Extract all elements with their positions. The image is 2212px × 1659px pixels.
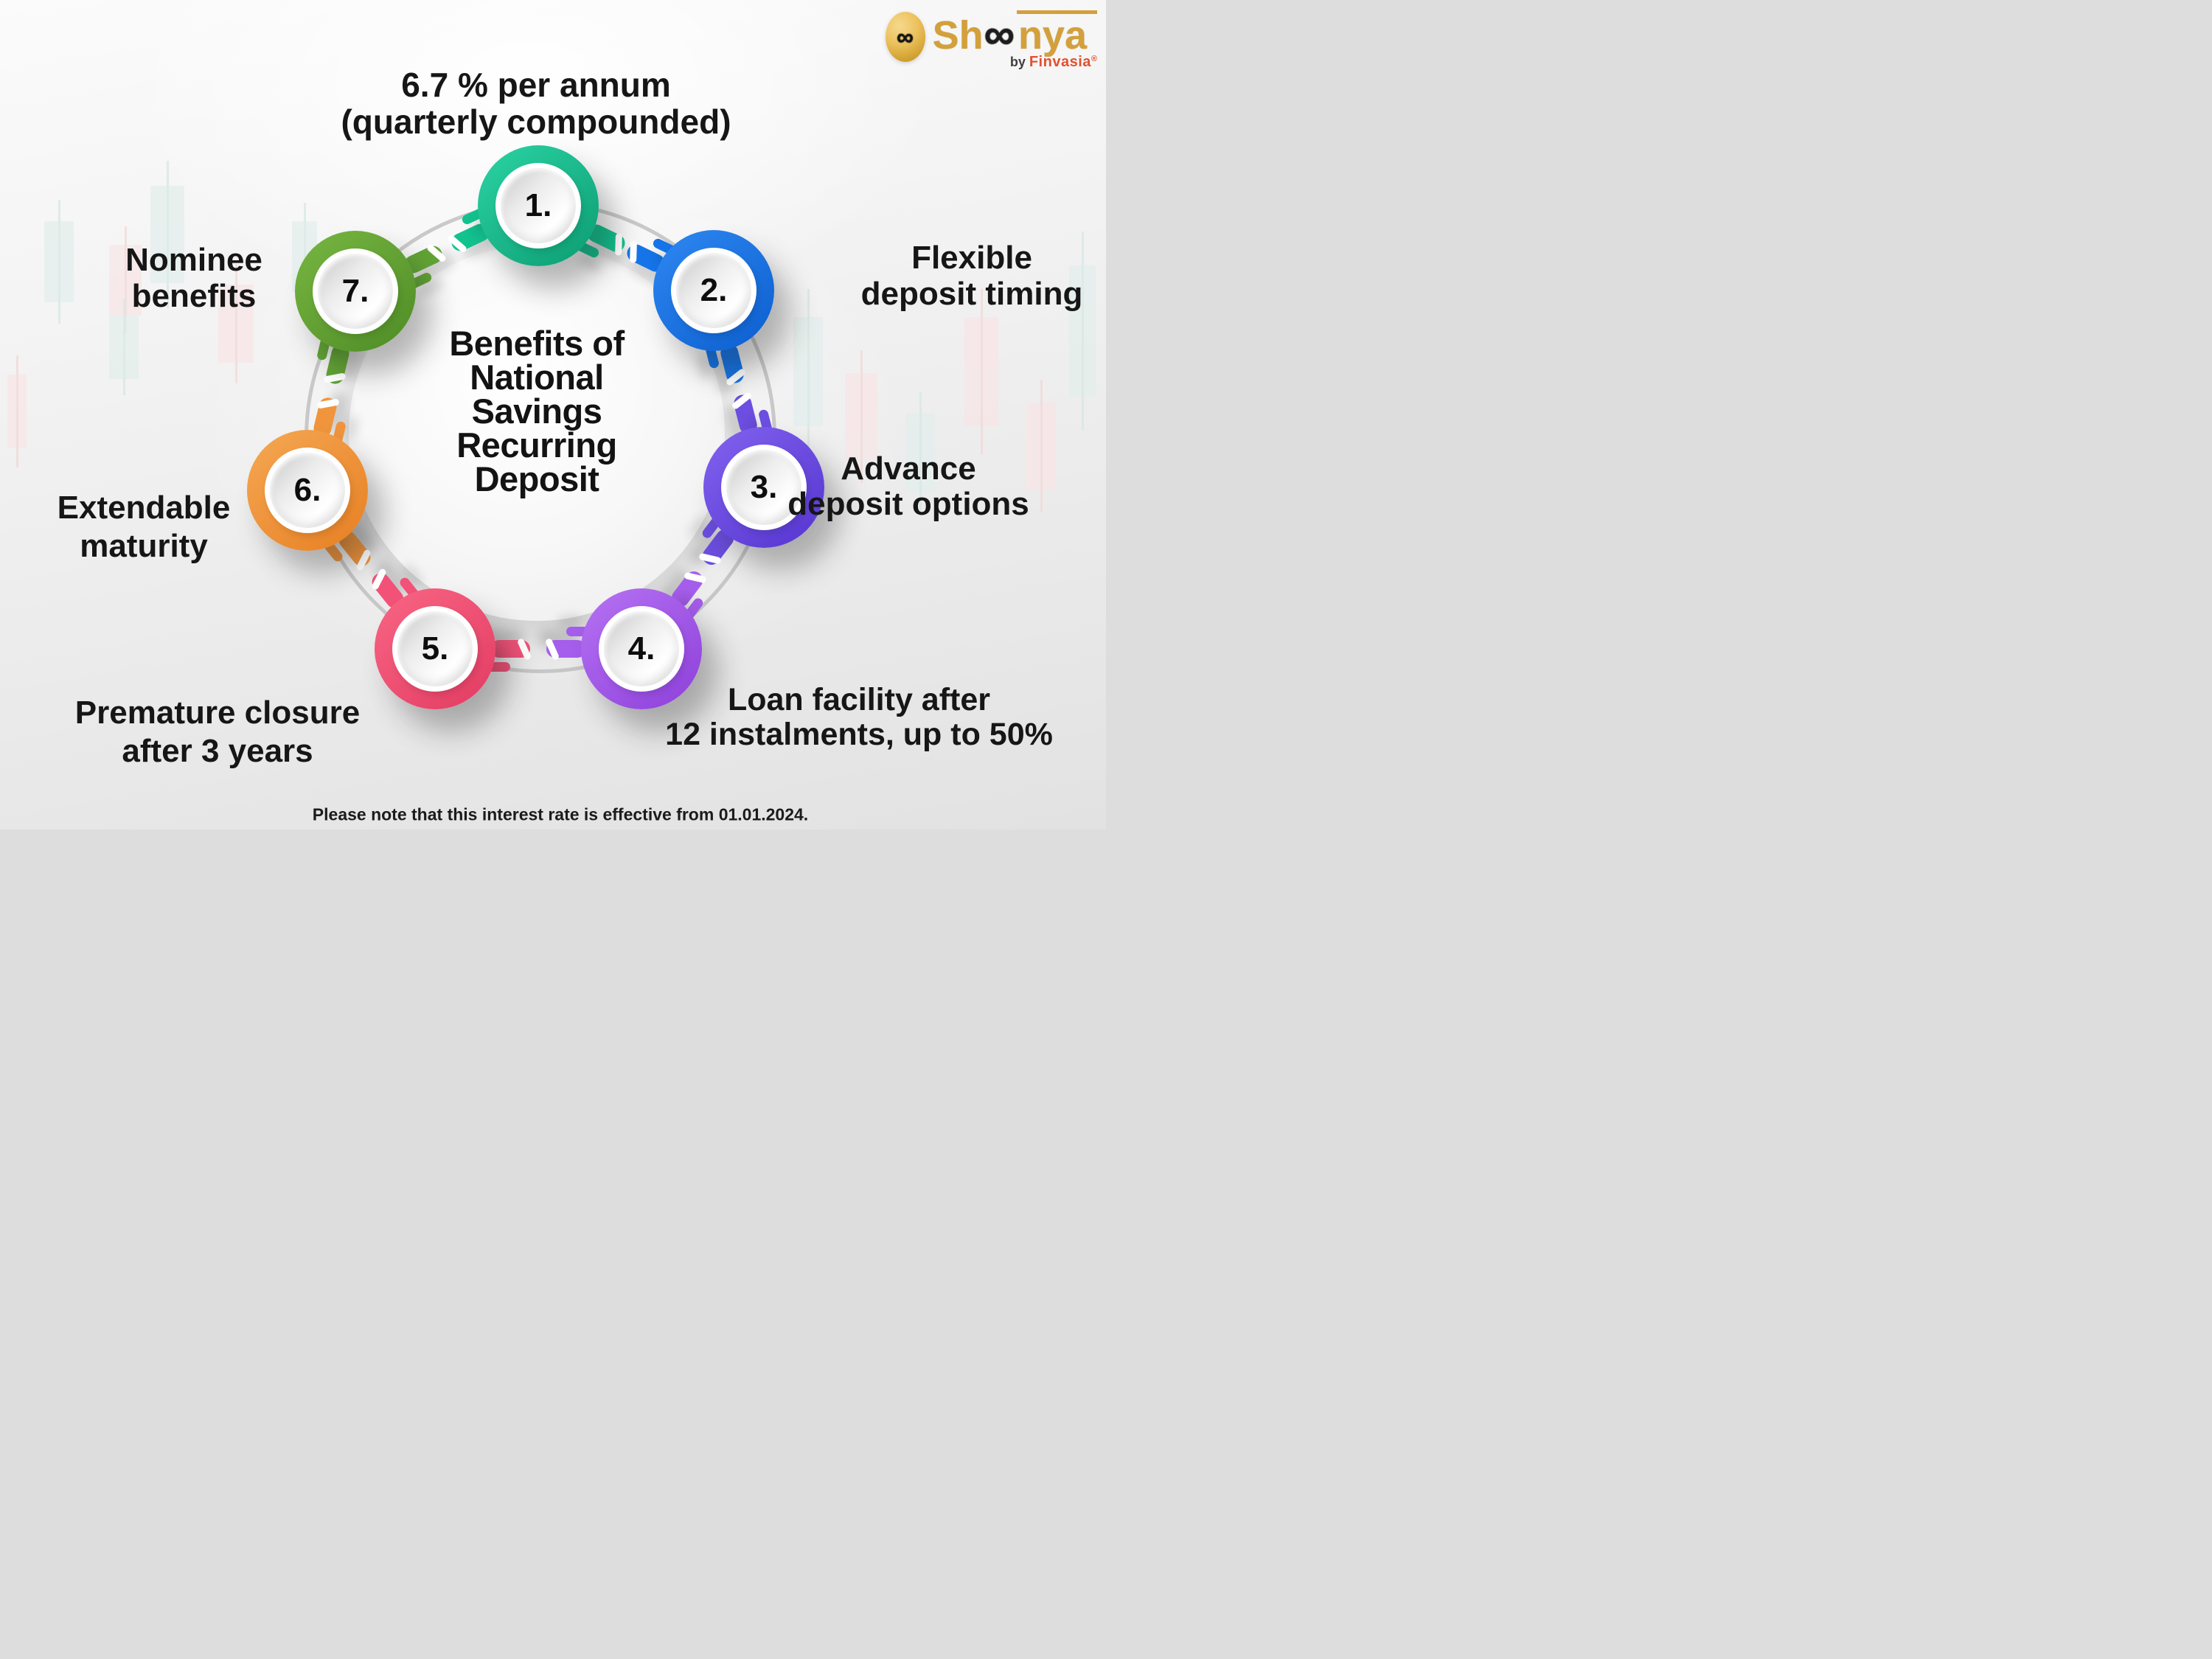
label-extendable-maturity: Extendable maturity — [58, 489, 231, 566]
step-6-disc: 6. — [270, 453, 345, 528]
step-6-number: 6. — [293, 472, 321, 508]
candlestick — [845, 350, 877, 483]
label-line: deposit timing — [860, 276, 1083, 312]
label-loan-facility: Loan facility after 12 instalments, up t… — [665, 683, 1053, 752]
label-line: after 3 years — [122, 733, 313, 769]
candlestick — [793, 288, 823, 455]
label-line: 6.7 % per annum — [401, 66, 671, 104]
candlestick — [109, 299, 139, 396]
step-5-number: 5. — [421, 630, 449, 667]
title-line: Deposit — [474, 459, 599, 498]
step-4-number: 4. — [627, 630, 655, 667]
candlestick — [218, 264, 254, 383]
title-line: National — [470, 358, 604, 397]
label-line: Loan facility after — [727, 682, 991, 717]
step-1-node: 1. — [478, 145, 599, 266]
title-line: Savings — [471, 392, 602, 431]
step-1-number: 1. — [524, 187, 552, 223]
label-line: benefits — [131, 278, 257, 314]
company-name: Finvasia — [1029, 54, 1091, 70]
label-line: Extendable — [57, 490, 231, 526]
brand-name-prefix: Sh — [932, 13, 984, 58]
candlestick — [109, 226, 142, 334]
step-4-node: 4. — [581, 588, 702, 709]
brand-byline: by Finvasia® — [1010, 54, 1097, 71]
candlestick — [7, 355, 27, 467]
label-line: deposit options — [787, 486, 1029, 522]
label-line: Advance — [841, 451, 976, 487]
step-2-node: 2. — [653, 230, 774, 351]
infographic-canvas: Benefits of National Savings Recurring D… — [0, 0, 1106, 830]
step-1-disc: 1. — [501, 168, 576, 243]
label-flexible-timing: Flexible deposit timing — [861, 240, 1083, 312]
title-line: Recurring — [456, 425, 617, 465]
candlestick — [44, 200, 74, 324]
label-line: maturity — [80, 528, 208, 564]
step-3-disc: 3. — [726, 450, 801, 525]
registered-mark: ® — [1091, 55, 1097, 63]
byline-text: by — [1009, 55, 1029, 69]
brand-logo: ∞ Sh∞nya by Finvasia® — [885, 10, 1097, 71]
step-3-number: 3. — [750, 469, 778, 505]
infinity-badge-icon: ∞ — [885, 12, 925, 62]
step-2-number: 2. — [700, 272, 728, 308]
label-line: Flexible — [911, 240, 1032, 276]
brand-name: Sh∞nya — [933, 10, 1097, 57]
step-3-node: 3. — [703, 427, 824, 548]
step-4-disc: 4. — [604, 611, 679, 686]
step-5-disc: 5. — [397, 611, 473, 686]
label-line: Nominee — [125, 242, 262, 278]
candlestick — [964, 288, 998, 455]
brand-infinity-glyph: ∞ — [984, 10, 1015, 58]
label-line: Premature closure — [74, 695, 361, 731]
candlestick — [1026, 380, 1056, 512]
label-advance-deposit: Advance deposit options — [787, 451, 1029, 522]
candlestick — [150, 160, 184, 309]
label-premature-closure: Premature closure after 3 years — [75, 694, 360, 771]
step-2-disc: 2. — [676, 253, 751, 328]
brand-wordmark: Sh∞nya by Finvasia® — [933, 10, 1097, 71]
page-title: Benefits of National Savings Recurring D… — [449, 324, 625, 498]
label-nominee-benefits: Nominee benefits — [125, 242, 262, 314]
step-7-node: 7. — [295, 231, 416, 352]
brand-name-suffix: nya — [1016, 10, 1097, 57]
label-line: 12 instalments, up to 50% — [665, 717, 1053, 752]
title-line: Benefits of — [449, 324, 625, 363]
footnote: Please note that this interest rate is e… — [312, 804, 809, 824]
candlestick — [1069, 231, 1096, 431]
label-interest-rate: 6.7 % per annum (quarterly compounded) — [341, 66, 731, 140]
connector-dash-white — [630, 240, 637, 263]
step-6-node: 6. — [247, 430, 368, 551]
step-7-disc: 7. — [318, 254, 393, 329]
candlestick — [905, 392, 935, 514]
connector-dash-white — [614, 233, 622, 256]
infinity-icon: ∞ — [897, 23, 914, 50]
step-7-number: 7. — [341, 273, 369, 309]
label-line: (quarterly compounded) — [341, 102, 731, 141]
step-5-node: 5. — [375, 588, 495, 709]
